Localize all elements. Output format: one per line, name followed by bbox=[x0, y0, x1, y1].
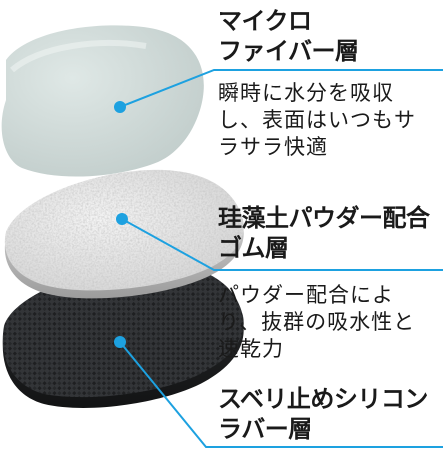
diatomite-desc-line: り、抜群の吸水性と bbox=[218, 310, 416, 334]
silicone-title-line: ラバー層 bbox=[218, 415, 312, 443]
silicone-title-line: スベリ止めシリコン bbox=[218, 385, 428, 413]
microfiber-desc-line: ラサラ快適 bbox=[218, 135, 328, 159]
microfiber-marker-dot bbox=[114, 101, 126, 113]
diatomite-desc-line: 速乾力 bbox=[218, 337, 284, 361]
diatomite-layer-disc bbox=[4, 169, 244, 299]
diatomite-desc-line: パウダー配合によ bbox=[218, 283, 394, 307]
microfiber-desc-line: 瞬時に水分を吸収 bbox=[218, 81, 394, 105]
microfiber-title-line: マイクロ bbox=[218, 7, 312, 35]
microfiber-title-line: ファイバー層 bbox=[218, 37, 359, 65]
diatomite-title: 珪藻土パウダー配合 ゴム層 bbox=[218, 203, 430, 263]
silicone-leader-line bbox=[119, 341, 443, 448]
diatomite-title-line: 珪藻土パウダー配合 bbox=[218, 204, 430, 232]
silicone-marker-dot bbox=[114, 336, 126, 348]
diatomite-description: パウダー配合によ り、抜群の吸水性と 速乾力 bbox=[218, 282, 415, 363]
microfiber-description: 瞬時に水分を吸収 し、表面はいつもサ ラサラ快適 bbox=[218, 80, 416, 161]
microfiber-layer-disc bbox=[1, 25, 204, 177]
diatomite-leader-line bbox=[121, 218, 443, 271]
microfiber-title: マイクロ ファイバー層 bbox=[218, 6, 359, 66]
diatomite-marker-dot bbox=[116, 213, 128, 225]
diatomite-title-line: ゴム層 bbox=[218, 234, 289, 262]
microfiber-desc-line: し、表面はいつもサ bbox=[218, 108, 416, 132]
silicone-title: スベリ止めシリコン ラバー層 bbox=[218, 384, 428, 444]
microfiber-leader-line bbox=[119, 69, 443, 108]
